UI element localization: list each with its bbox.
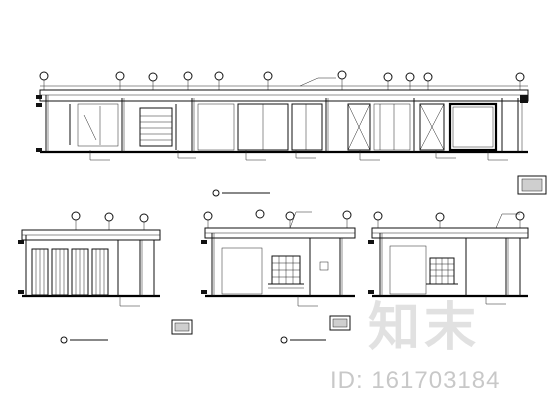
view-title-marker xyxy=(280,336,288,344)
watermark-id: ID: 161703184 xyxy=(330,367,501,394)
main-elevation xyxy=(36,70,547,197)
stair-panel xyxy=(139,107,173,147)
elevation-b xyxy=(18,211,193,344)
leader-notes xyxy=(89,77,508,161)
elevation-c xyxy=(201,209,356,344)
glazed-opening xyxy=(448,102,498,152)
view-title-marker xyxy=(212,189,220,197)
ceiling-band xyxy=(39,89,529,102)
elevation-d xyxy=(368,211,529,305)
grid-bubbles-top xyxy=(39,70,525,90)
hatch-legend xyxy=(517,175,547,195)
view-title-marker xyxy=(60,336,68,344)
watermark-logo: 知末 xyxy=(368,298,481,358)
